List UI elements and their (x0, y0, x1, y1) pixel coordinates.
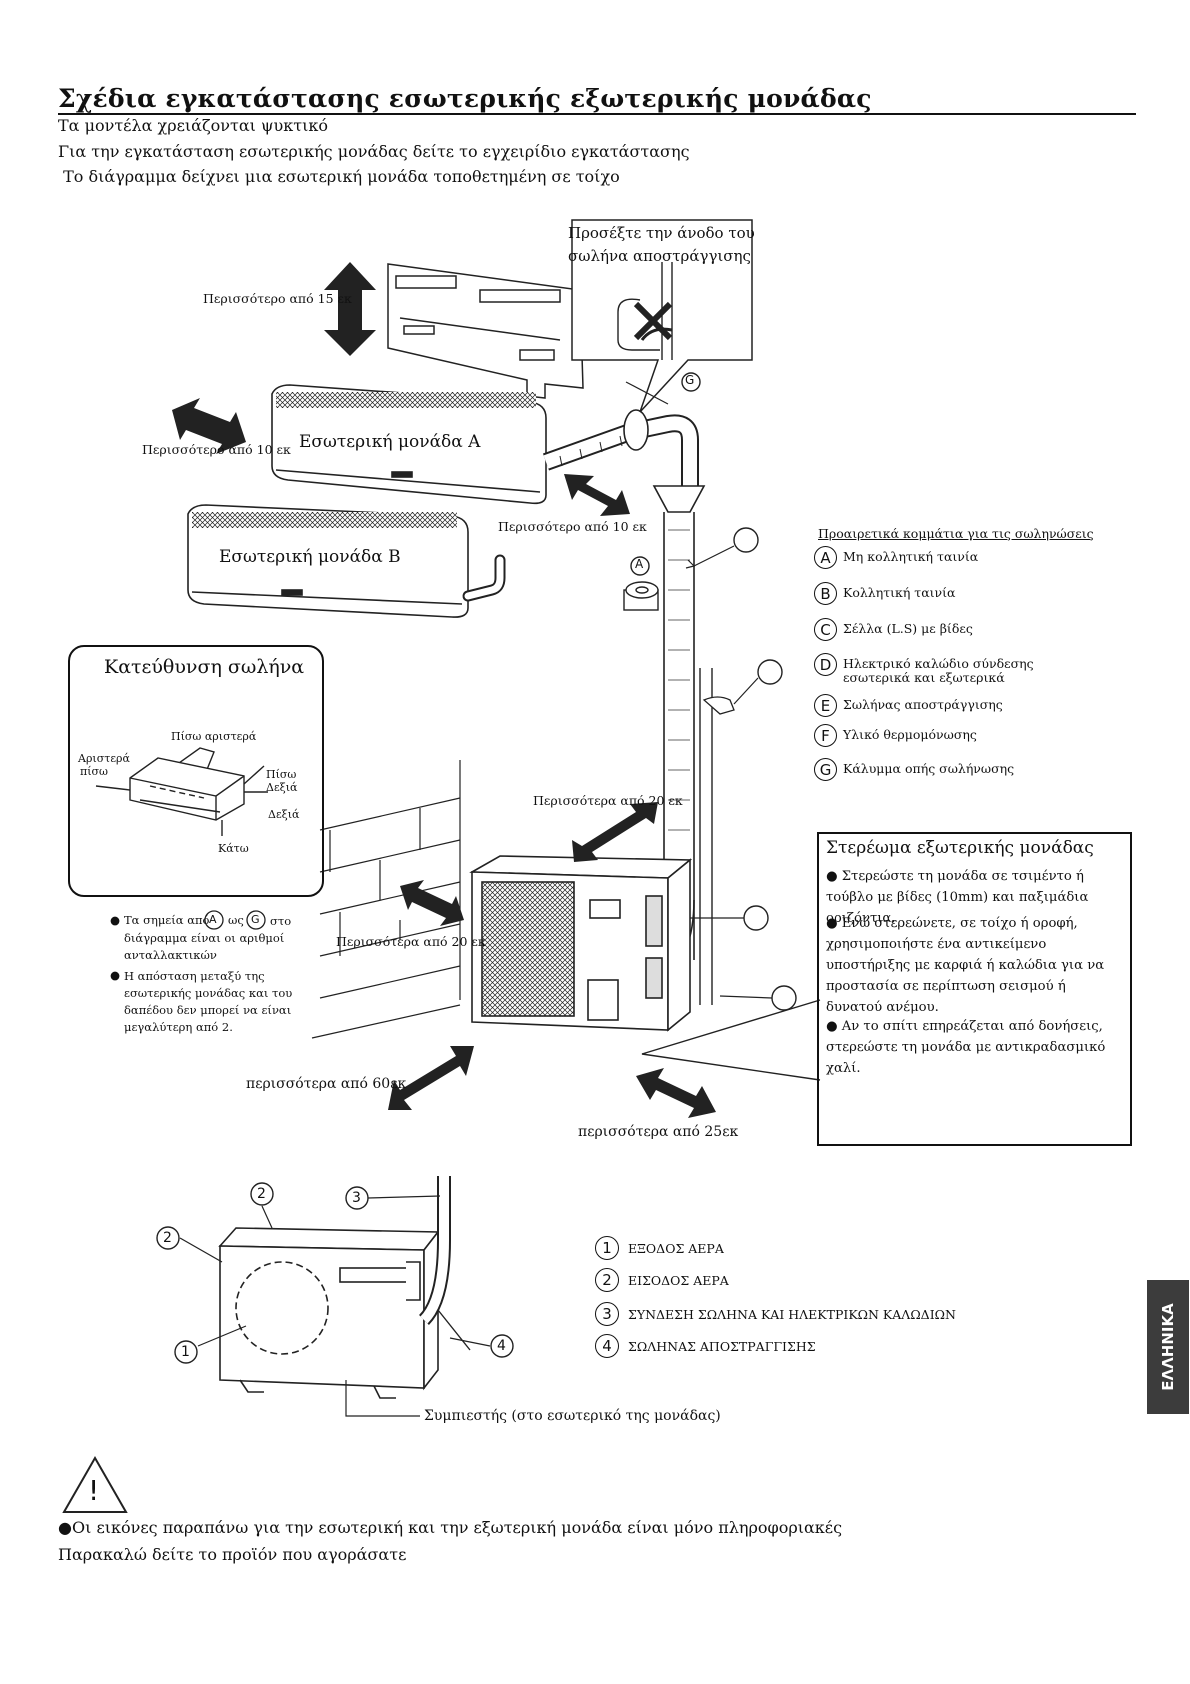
clearance-label-right-a: Περισσότερο από 10 εκ (498, 519, 647, 534)
intro-line-1: Τα μοντέλα χρειάζονται ψυκτικό (58, 116, 329, 135)
warning-symbol: ! (88, 1474, 100, 1507)
callout-num: 2 (257, 1186, 266, 1202)
pipe-label-back-left: Πίσω αριστερά (171, 730, 257, 743)
outdoor-unit-detail-drawing (218, 1227, 440, 1399)
callout-num: 1 (181, 1344, 190, 1360)
marker-a: A (635, 557, 644, 571)
clearance-arrow-outdoor-right (636, 1068, 716, 1118)
clearance-arrow-front (388, 1046, 474, 1110)
note-bullet-2: ● (110, 968, 121, 982)
clearance-label-outdoor-left: Περισσότερα από 20 εκ (336, 934, 486, 949)
pipe-direction-sketch (95, 747, 268, 836)
page-title: Σχέδια εγκατάστασης εσωτερικής εξωτερική… (58, 84, 872, 113)
warning-line-1: ●Οι εικόνες παραπάνω για την εσωτερική κ… (58, 1518, 843, 1537)
pipe-direction-title: Κατεύθυνση σωλήνα (104, 656, 305, 678)
warning-line-2: Παρακαλώ δείτε το προϊόν που αγοράσατε (58, 1545, 407, 1564)
clearance-arrow-outdoor-top (572, 802, 658, 862)
fixing-item: ● Αν το σπίτι επηρεάζεται από δονήσεις, … (826, 1019, 1106, 1076)
note-1-mid: ως (228, 913, 244, 927)
note-2: Η απόσταση μεταξύ της εσωτερικής μονάδας… (124, 969, 293, 1034)
marker-g: G (685, 373, 695, 387)
callout-num: 3 (352, 1190, 361, 1206)
fixing-item: ● Ενώ στερεώνετε, σε τοίχο ή οροφή, χρησ… (826, 916, 1105, 1015)
clearance-arrow-outdoor-left (400, 880, 464, 926)
clearance-arrow-left (172, 398, 246, 454)
fixing-item: ● Στερεώστε τη μονάδα σε τσιμέντο ή τούβ… (826, 869, 1089, 926)
clearance-label-left-a: Περισσότερο από 10 εκ (142, 442, 291, 457)
indoor-unit-b-drawing (187, 504, 469, 618)
indoor-unit-a-label: Εσωτερική μονάδα Α (299, 432, 481, 452)
note-bullet-1: ● (110, 913, 124, 927)
outdoor-unit-drawing (469, 855, 693, 1032)
pipe-label-left-back-2: πίσω (80, 765, 109, 778)
intro-line-2: Για την εγκατάσταση εσωτερικής μονάδας δ… (58, 142, 690, 161)
indoor-unit-b-label: Εσωτερική μονάδα Β (219, 547, 401, 567)
tape-roll (623, 581, 659, 611)
clearance-label-top: Περισσότερο από 15 εκ (203, 291, 352, 306)
fixing-title: Στερέωμα εξωτερικής μονάδας (826, 838, 1094, 858)
compressor-label: Συμπιεστής (στο εσωτερικό της μονάδας) (424, 1408, 721, 1424)
note-1-start: Τα σημεία από (124, 913, 210, 927)
pipe-label-right: Δεξιά (268, 808, 300, 821)
clearance-label-outdoor-top: Περισσότερα από 20 εκ (533, 793, 683, 808)
indoor-unit-a-drawing (271, 384, 547, 505)
clearance-label-front: περισσότερα από 60εκ (246, 1076, 407, 1092)
warning-icon (62, 1455, 128, 1513)
pipe-label-down: Κάτω (218, 842, 249, 855)
wall-lines (311, 760, 461, 1039)
callout-drain-illustration (617, 262, 673, 360)
mounting-plate (387, 263, 584, 399)
callout-num: 2 (163, 1230, 172, 1246)
drain-callout-text: Προσέξτε την άνοδο του σωλήνα αποστράγγι… (568, 224, 755, 265)
pipe-direction-box (68, 645, 324, 897)
pipe-label-back-right-2: Δεξιά (266, 781, 298, 794)
callout-num: 4 (497, 1338, 506, 1354)
clearance-arrow-right (564, 474, 630, 516)
pipe-label-left-back-1: Αριστερά (78, 752, 130, 765)
clearance-label-outdoor-right: περισσότερα από 25εκ (578, 1124, 739, 1140)
parts-title: Προαιρετικά κομμάτια για τις σωληνώσεις (818, 526, 1094, 541)
fixing-box (817, 832, 1132, 1146)
note-letter-a: A (209, 913, 217, 926)
language-tab: ΕΛΛΗΝΙΚΑ (1147, 1280, 1189, 1414)
cross-mark (633, 301, 673, 341)
clearance-arrow-top (324, 262, 376, 356)
pipe-label-back-right-1: Πίσω (266, 768, 297, 781)
title-rule (58, 113, 1136, 115)
note-1-end: στο διάγραμμα είναι οι αριθμοί ανταλλακτ… (124, 914, 292, 962)
indoor-pipe (542, 414, 699, 488)
intro-line-3: Το διάγραμμα δείχνει μια εσωτερική μονάδ… (58, 167, 620, 186)
note-letter-g: G (251, 913, 260, 926)
